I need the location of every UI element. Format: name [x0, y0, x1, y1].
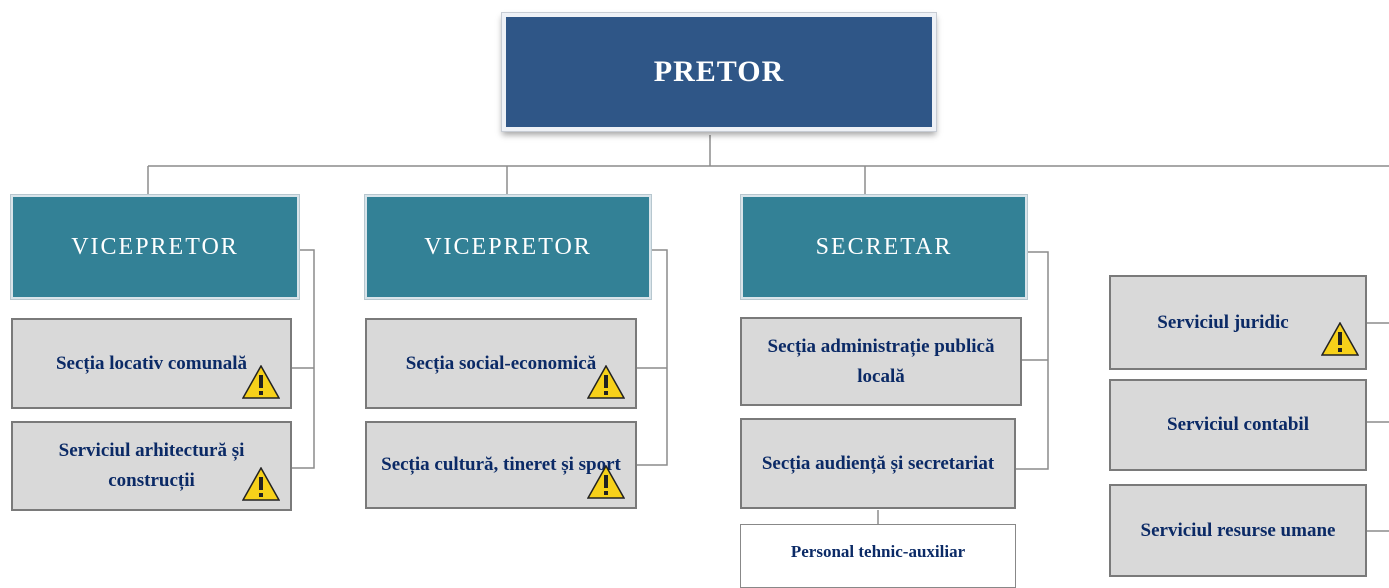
- unit-sectia-social-economica: Secția social-economică: [365, 318, 637, 409]
- unit-label: Serviciul resurse umane: [1140, 519, 1336, 541]
- warning-triangle-icon: [1321, 322, 1359, 356]
- unit-sectia-audienta: Secția audiență și secretariat: [740, 418, 1016, 509]
- unit-label: Serviciul arhitectură și construcții: [58, 440, 245, 491]
- head-vicepretor-1: VICEPRETOR: [11, 195, 299, 299]
- warning-triangle-icon: [587, 365, 625, 399]
- unit-label: Secția social-economică: [405, 352, 597, 374]
- unit-label: Secția locativ comunală: [55, 352, 248, 374]
- unit-sectia-locativ: Secția locativ comunală: [11, 318, 292, 409]
- head-label: SECRETAR: [815, 233, 953, 260]
- head-secretar: SECRETAR: [741, 195, 1027, 299]
- unit-sectia-cultura: Secția cultură, tineret și sport: [365, 421, 637, 509]
- root-label: PRETOR: [653, 55, 785, 88]
- unit-label: Secția audiență și secretariat: [761, 452, 995, 474]
- unit-label: Serviciul juridic: [1157, 311, 1289, 333]
- root-node-pretor: PRETOR: [502, 13, 936, 131]
- unit-serviciul-contabil: Serviciul contabil: [1109, 379, 1367, 471]
- unit-label: Secția cultură, tineret și sport: [381, 454, 621, 475]
- head-label: VICEPRETOR: [424, 233, 592, 260]
- warning-triangle-icon: [242, 365, 280, 399]
- unit-serviciul-juridic: Serviciul juridic: [1109, 275, 1367, 370]
- unit-label: Secția administrație publică locală: [767, 335, 995, 387]
- unit-serviciul-resurse-umane: Serviciul resurse umane: [1109, 484, 1367, 577]
- unit-personal-tehnic: Personal tehnic-auxiliar: [740, 524, 1016, 588]
- unit-label: Serviciul contabil: [1167, 414, 1309, 435]
- unit-sectia-administratie: Secția administrație publică locală: [740, 317, 1022, 406]
- unit-label: Personal tehnic-auxiliar: [790, 542, 966, 561]
- head-label: VICEPRETOR: [71, 233, 239, 260]
- head-vicepretor-2: VICEPRETOR: [365, 195, 651, 299]
- warning-triangle-icon: [242, 467, 280, 501]
- warning-triangle-icon: [587, 465, 625, 499]
- unit-serviciul-arhitectura: Serviciul arhitectură și construcții: [11, 421, 292, 511]
